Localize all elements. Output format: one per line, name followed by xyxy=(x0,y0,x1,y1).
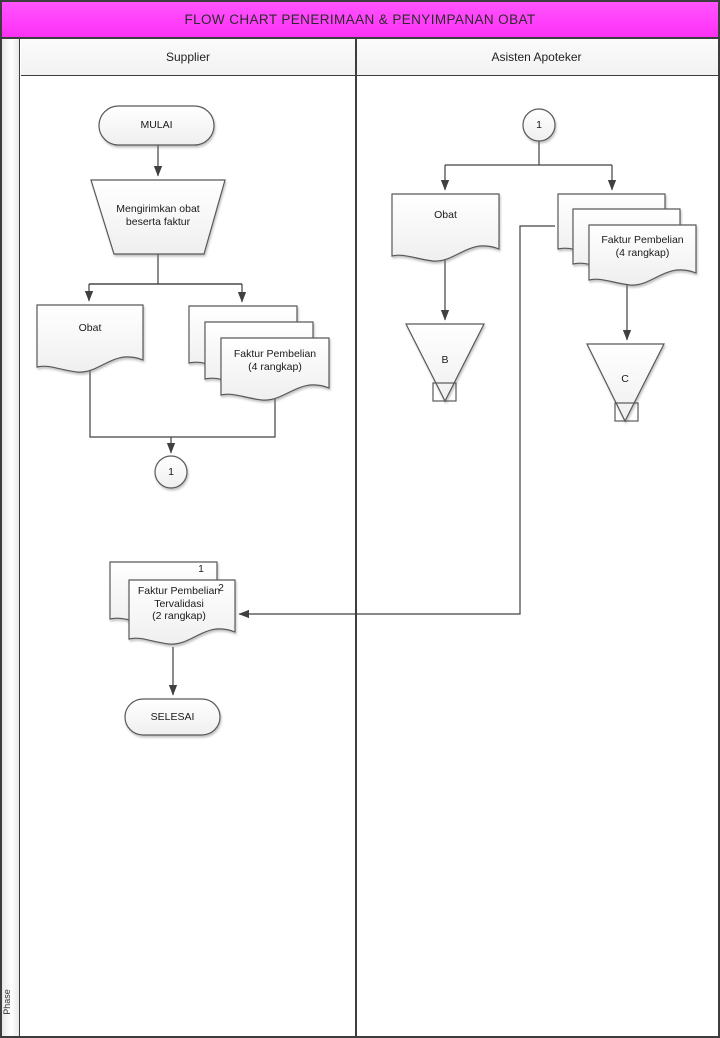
connector-lines xyxy=(84,141,632,696)
label-mulai: MULAI xyxy=(140,119,173,131)
storage-triangle-c xyxy=(586,343,665,423)
label-obat-supplier: Obat xyxy=(78,322,102,334)
label-manual-operation: Mengirimkan obat beserta faktur xyxy=(116,203,200,228)
lane-divider xyxy=(355,39,357,1036)
page-title: FLOW CHART PENERIMAAN & PENYIMPANAN OBAT xyxy=(184,12,536,27)
label-storage-b: B xyxy=(441,354,449,366)
storage-triangle-b xyxy=(405,323,485,403)
document-stack-faktur-supplier xyxy=(188,305,330,401)
manual-operation-shape xyxy=(90,179,226,255)
label-obat-apoteker: Obat xyxy=(434,209,457,221)
label-copy-number-2: 2 xyxy=(218,583,224,594)
offpage-connector-apoteker xyxy=(522,108,556,142)
phase-column xyxy=(2,39,20,1036)
label-storage-c: C xyxy=(621,373,629,385)
start-terminator xyxy=(98,105,215,146)
label-connector1-apoteker: 1 xyxy=(536,118,542,131)
label-faktur-apoteker: Faktur Pembelian (4 rangkap) xyxy=(601,234,684,259)
offline-storage-c xyxy=(586,343,665,423)
label-connector1-supplier: 1 xyxy=(168,465,174,478)
title-bar: FLOW CHART PENERIMAAN & PENYIMPANAN OBAT xyxy=(2,2,718,39)
document-stack-faktur-apoteker xyxy=(557,193,697,286)
branch-supplier xyxy=(89,254,242,285)
offline-storage-b xyxy=(405,323,485,403)
arrow-faktur-to-tervalidasi xyxy=(238,225,555,619)
storage-box-c xyxy=(614,402,639,422)
document-front xyxy=(220,337,330,401)
end-terminator xyxy=(124,698,221,736)
label-faktur-supplier: Faktur Pembelian (4 rangkap) xyxy=(233,348,317,373)
document-obat-supplier xyxy=(36,304,144,373)
lane-header-apoteker-label: Asisten Apoteker xyxy=(491,50,582,64)
branch-apoteker xyxy=(445,141,612,166)
storage-box-b xyxy=(432,382,457,402)
label-copy-number-1: 1 xyxy=(198,564,204,575)
offpage-connector-supplier xyxy=(154,455,188,489)
lane-header-supplier: Supplier xyxy=(21,39,355,76)
document-obat-apoteker xyxy=(391,193,500,262)
lane-header-apoteker: Asisten Apoteker xyxy=(355,39,718,76)
lane-header-supplier-label: Supplier xyxy=(165,50,211,64)
document-front xyxy=(588,224,697,286)
label-selesai: SELESAI xyxy=(150,710,195,723)
label-faktur-tervalidasi: Faktur Pembelian Tervalidasi (2 rangkap) xyxy=(137,585,221,622)
document-stack-tervalidasi xyxy=(109,561,236,645)
merge-supplier xyxy=(89,366,276,438)
document-front xyxy=(128,579,236,645)
